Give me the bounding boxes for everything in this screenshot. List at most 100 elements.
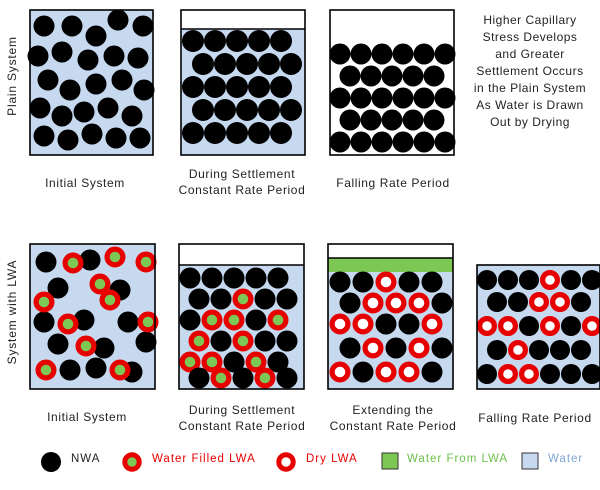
dry-lwa-particle <box>365 295 381 311</box>
caption-plain-falling-rate: Falling Rate Period <box>318 175 468 191</box>
nwa-particle <box>192 53 214 75</box>
dry-lwa-particle <box>424 316 440 332</box>
nwa-particle <box>277 331 298 352</box>
caption-lwa-initial-system: Initial System <box>22 409 152 425</box>
nwa-particle <box>134 80 155 101</box>
nwa-particle <box>189 289 210 310</box>
nwa-particle <box>112 70 133 91</box>
caption-plain-initial-system: Initial System <box>15 175 155 191</box>
water-filled-lwa-particle <box>191 333 207 349</box>
nwa-particle <box>519 270 539 290</box>
nwa-particle <box>130 128 151 149</box>
lwa-settlement-panel <box>179 244 304 389</box>
lwa-extending-panel <box>328 244 453 389</box>
lwa-falling-panel <box>477 265 600 389</box>
nwa-particle <box>78 50 99 71</box>
nwa-particle <box>571 292 591 312</box>
nwa-particle <box>86 74 107 95</box>
nwa-particle <box>351 132 372 153</box>
plain-settlement-panel <box>181 10 305 155</box>
plain-system-note: Higher Capillary Stress Develops and Gre… <box>460 12 600 131</box>
nwa-particle <box>361 110 382 131</box>
nwa-particle <box>435 132 456 153</box>
nwa-particle <box>189 368 210 389</box>
note-line: Settlement Occurs <box>460 63 600 80</box>
nwa-particle <box>529 340 549 360</box>
water-filled-lwa-particle <box>112 362 128 378</box>
nwa-particle <box>330 44 351 65</box>
water-filled-lwa-particle <box>204 354 220 370</box>
nwa-particle <box>192 99 214 121</box>
water-filled-lwa-particle <box>235 291 251 307</box>
nwa-particle <box>204 30 226 52</box>
nwa-particle <box>280 53 302 75</box>
lwa-initial-panel <box>30 244 157 389</box>
nwa-particle <box>399 272 420 293</box>
nwa-particle <box>60 80 81 101</box>
legend-dry-lwa-icon <box>279 455 293 469</box>
nwa-particle <box>435 88 456 109</box>
nwa-particle <box>204 76 226 98</box>
nwa-particle <box>62 16 83 37</box>
nwa-particle <box>211 289 232 310</box>
nwa-particle <box>353 362 374 383</box>
nwa-particle <box>372 88 393 109</box>
nwa-particle <box>255 331 276 352</box>
nwa-particle <box>372 132 393 153</box>
nwa-particle <box>214 99 236 121</box>
water-filled-lwa-particle <box>38 362 54 378</box>
caption-lwa-falling-rate: Falling Rate Period <box>468 410 600 426</box>
nwa-particle <box>58 130 79 151</box>
nwa-particle <box>258 99 280 121</box>
dry-lwa-particle <box>501 319 516 334</box>
water-filled-lwa-particle <box>257 370 273 386</box>
nwa-particle <box>106 128 127 149</box>
nwa-particle <box>386 338 407 359</box>
nwa-particle <box>498 270 518 290</box>
nwa-particle <box>236 99 258 121</box>
nwa-particle <box>136 332 157 353</box>
row-label-system-with-lwa: System with LWA <box>5 247 21 377</box>
nwa-particle <box>48 334 69 355</box>
nwa-particle <box>248 30 270 52</box>
water-filled-lwa-particle <box>92 276 108 292</box>
nwa-particle <box>255 289 276 310</box>
dry-lwa-particle <box>585 319 600 334</box>
nwa-particle <box>270 76 292 98</box>
dry-lwa-particle <box>511 343 526 358</box>
nwa-particle <box>330 132 351 153</box>
nwa-particle <box>122 106 143 127</box>
nwa-particle <box>403 110 424 131</box>
dry-lwa-particle <box>522 367 537 382</box>
caption-lwa-extending-line2: Constant Rate Period <box>318 418 468 434</box>
nwa-particle <box>182 76 204 98</box>
nwa-particle <box>340 293 361 314</box>
note-line: Stress Develops <box>460 29 600 46</box>
note-line: in the Plain System <box>460 80 600 97</box>
nwa-particle <box>133 16 154 37</box>
nwa-particle <box>432 293 453 314</box>
water-from-lwa-band <box>328 258 453 272</box>
note-line: and Greater <box>460 46 600 63</box>
nwa-particle <box>508 292 528 312</box>
nwa-particle <box>361 66 382 87</box>
water-filled-lwa-particle <box>138 254 154 270</box>
water-filled-lwa-particle <box>65 255 81 271</box>
plain-initial-panel <box>28 10 155 156</box>
nwa-particle <box>422 362 443 383</box>
panel-particles <box>330 272 453 383</box>
nwa-particle <box>214 53 236 75</box>
nwa-particle <box>422 272 443 293</box>
water-filled-lwa-particle <box>213 370 229 386</box>
nwa-particle <box>487 340 507 360</box>
water-filled-lwa-particle <box>107 249 123 265</box>
water-filled-lwa-particle <box>140 314 156 330</box>
nwa-particle <box>248 76 270 98</box>
nwa-particle <box>233 368 254 389</box>
nwa-particle <box>414 44 435 65</box>
nwa-particle <box>52 42 73 63</box>
nwa-particle <box>180 310 201 331</box>
nwa-particle <box>211 331 232 352</box>
note-line: As Water is Drawn <box>460 97 600 114</box>
row-label-plain-system: Plain System <box>5 26 21 126</box>
